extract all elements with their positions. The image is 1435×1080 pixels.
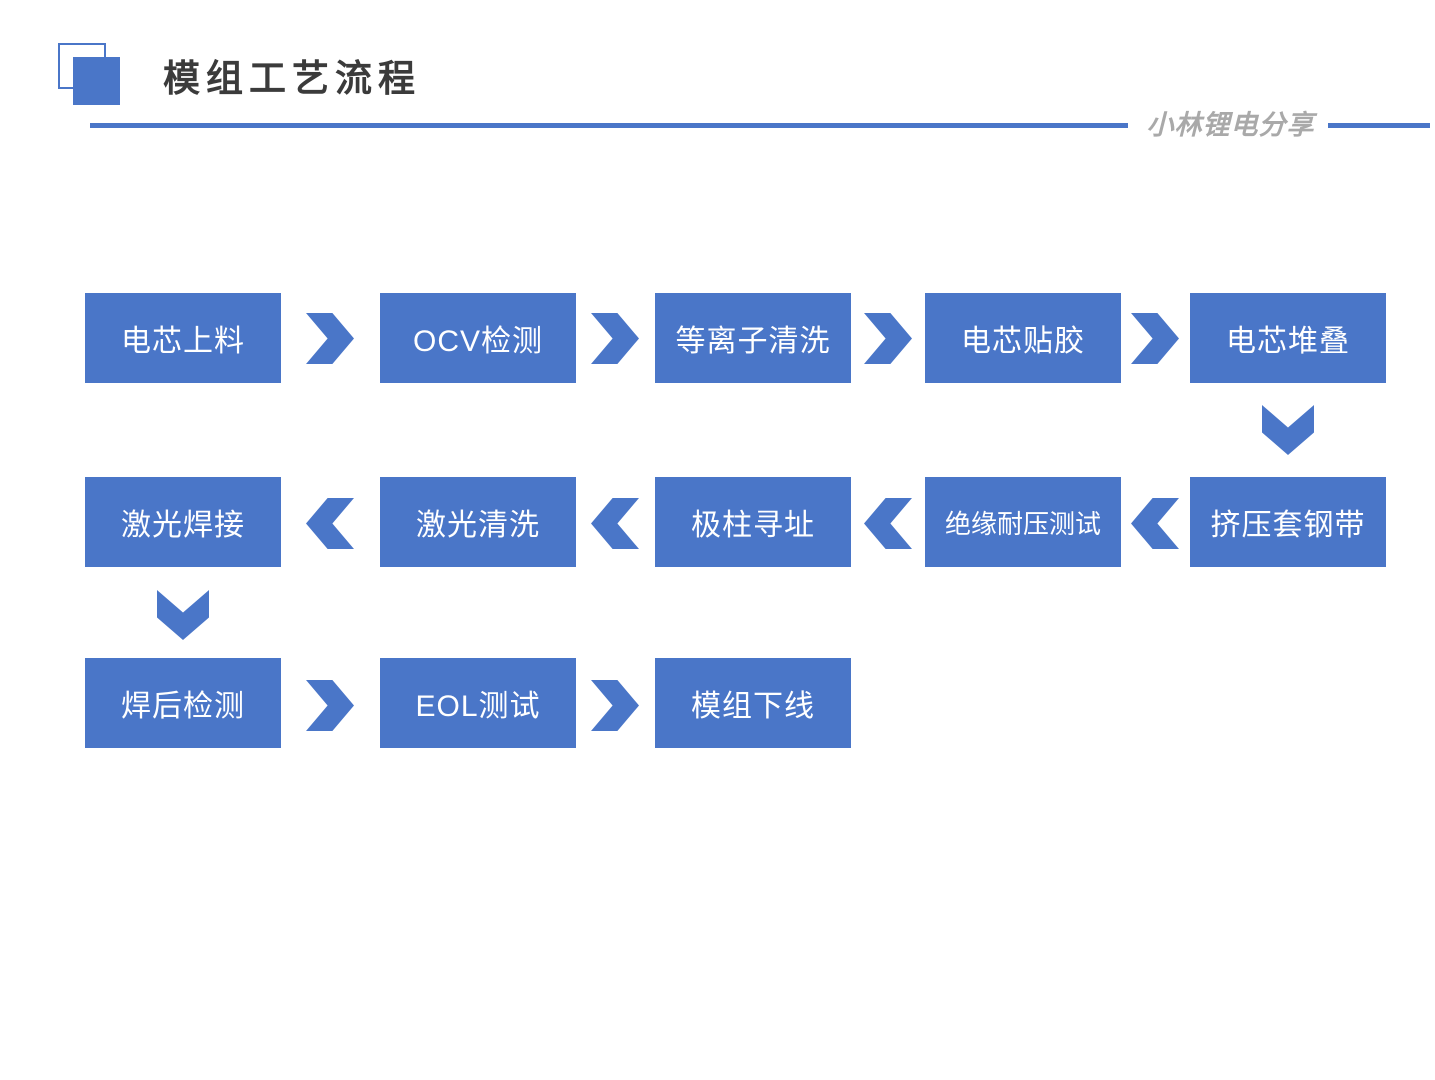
chevron-left-icon	[864, 498, 912, 549]
header-rule-right-segment	[1328, 123, 1430, 128]
flow-step-r3-3: 模组下线	[655, 658, 851, 748]
page-title: 模组工艺流程	[163, 58, 421, 99]
chevron-right-icon	[591, 680, 639, 731]
flow-step-r3-1: 焊后检测	[85, 658, 281, 748]
title-solid-square-decoration	[73, 57, 120, 105]
flow-step-r3-2: EOL测试	[380, 658, 576, 748]
chevron-down-icon	[1262, 405, 1314, 455]
flow-step-r1-4: 电芯贴胶	[925, 293, 1121, 383]
flow-step-r2-3: 极柱寻址	[655, 477, 851, 567]
flow-step-r2-4: 激光清洗	[380, 477, 576, 567]
chevron-left-icon	[591, 498, 639, 549]
chevron-right-icon	[306, 313, 354, 364]
chevron-right-icon	[591, 313, 639, 364]
flow-step-r2-1: 挤压套钢带	[1190, 477, 1386, 567]
flow-step-r1-2: OCV检测	[380, 293, 576, 383]
watermark-text: 小林锂电分享	[1146, 110, 1315, 140]
flow-step-r2-2: 绝缘耐压测试	[925, 477, 1121, 567]
chevron-down-icon	[157, 590, 209, 640]
flow-step-r1-3: 等离子清洗	[655, 293, 851, 383]
chevron-right-icon	[306, 680, 354, 731]
chevron-left-icon	[306, 498, 354, 549]
chevron-right-icon	[1131, 313, 1179, 364]
chevron-left-icon	[1131, 498, 1179, 549]
flow-step-r2-5: 激光焊接	[85, 477, 281, 567]
header-rule-main-segment	[90, 123, 1128, 128]
flow-step-r1-5: 电芯堆叠	[1190, 293, 1386, 383]
flow-step-r1-1: 电芯上料	[85, 293, 281, 383]
chevron-right-icon	[864, 313, 912, 364]
